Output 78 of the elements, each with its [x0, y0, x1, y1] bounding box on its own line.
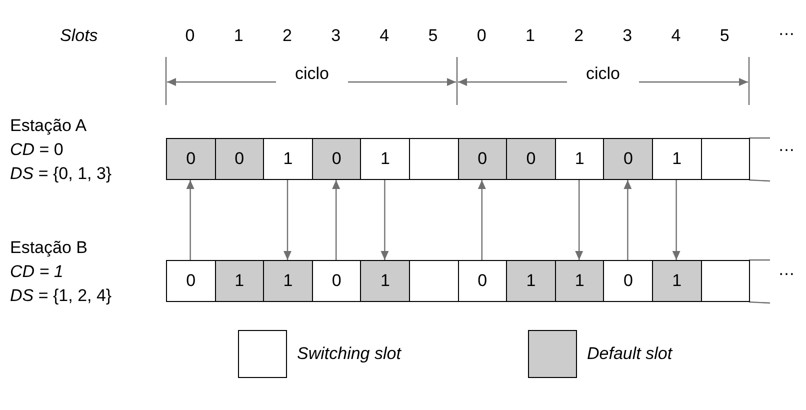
slot-cell: [263, 260, 313, 302]
label: 4: [378, 26, 390, 46]
label: 2: [573, 26, 585, 46]
label: Estação A: [10, 116, 87, 136]
label: 5: [427, 26, 439, 46]
slot-value: 0: [478, 270, 488, 292]
slot-cell: [166, 138, 216, 180]
slot-cell: [652, 260, 702, 302]
slot-value: 0: [526, 148, 536, 170]
label: CD = 1: [10, 262, 64, 282]
slot-value: 0: [186, 270, 196, 292]
label: 4: [670, 26, 682, 46]
slot-value: 1: [672, 148, 682, 170]
slot-cell: [360, 260, 410, 302]
label: 1: [232, 26, 244, 46]
slot-value: 1: [526, 270, 536, 292]
slot-value: 0: [186, 148, 196, 170]
label: 3: [330, 26, 342, 46]
slot-cell: [214, 138, 264, 180]
label: 0: [476, 26, 488, 46]
label: …: [778, 136, 796, 156]
legend-label: Switching slot: [297, 343, 401, 366]
label: 0: [184, 26, 196, 46]
arrow: [672, 180, 680, 260]
slot-cell: [312, 260, 362, 302]
arrow: [186, 180, 194, 260]
arrow: [624, 180, 632, 260]
slot-value: 0: [478, 148, 488, 170]
label: 2: [281, 26, 293, 46]
slot-value: 0: [332, 270, 342, 292]
label: CD = 0: [10, 140, 64, 160]
arrow: [380, 180, 389, 260]
slot-cell: [506, 138, 556, 180]
slot-value: 1: [283, 270, 293, 292]
slot-cell: [409, 260, 459, 302]
slot-cell: [409, 138, 459, 180]
label: ciclo: [567, 64, 639, 84]
slot-cell: [554, 260, 604, 302]
label: 1: [524, 26, 536, 46]
arrow: [284, 180, 292, 260]
slot-cell: [263, 138, 313, 180]
slot-cell: [506, 260, 556, 302]
slot-cell: [166, 260, 216, 302]
slot-cell: [603, 260, 653, 302]
slot-value: 1: [380, 148, 390, 170]
slot-cell: [458, 138, 508, 180]
slot-cell: [214, 260, 264, 302]
arrow: [478, 180, 486, 260]
slot-value: 0: [623, 148, 633, 170]
slot-value: 0: [234, 148, 244, 170]
slot-value: 1: [574, 270, 584, 292]
label: Estação B: [10, 238, 88, 258]
legend-label: Default slot: [587, 343, 672, 366]
label: DS = {1, 2, 4}: [10, 286, 112, 306]
slot-value: 0: [332, 148, 342, 170]
slot-value: 1: [234, 270, 244, 292]
slot-cell: [603, 138, 653, 180]
label: 5: [718, 26, 730, 46]
slot-value: 1: [672, 270, 682, 292]
slot-cell: [554, 138, 604, 180]
slot-cell: [700, 260, 750, 302]
slot-value: 1: [574, 148, 584, 170]
label: …: [778, 20, 796, 40]
slot-value: 0: [623, 270, 633, 292]
slot-value: 1: [283, 148, 293, 170]
slot-value: 1: [380, 270, 390, 292]
label: DS = {0, 1, 3}: [10, 164, 112, 184]
slot-cell: [700, 138, 750, 180]
label: 3: [622, 26, 634, 46]
label: Slots: [60, 26, 99, 46]
arrow: [575, 180, 584, 260]
slot-cell: [458, 260, 508, 302]
slot-cell: [360, 138, 410, 180]
slot-cell: [652, 138, 702, 180]
label: …: [778, 260, 796, 280]
slot-cell: [312, 138, 362, 180]
label: ciclo: [276, 64, 348, 84]
arrow: [332, 180, 340, 260]
